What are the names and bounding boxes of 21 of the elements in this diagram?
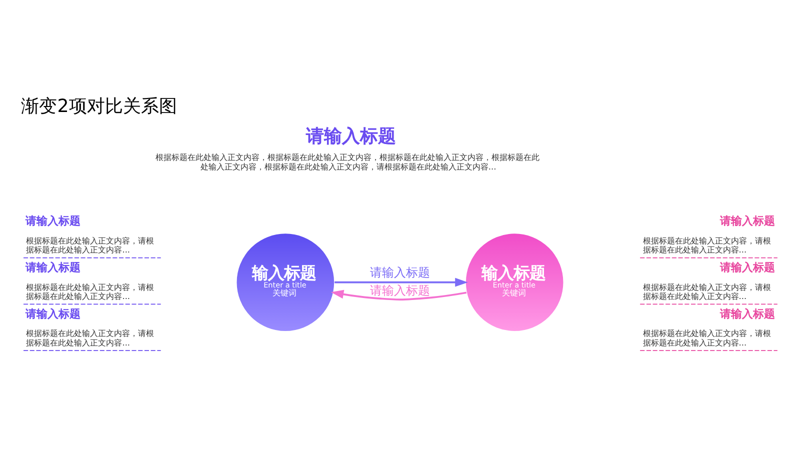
node-circle: 输入标题 Enter a title 关键词: [236, 232, 335, 332]
label: 根据标题在此处输入正文内容，请根据标题在此处输入正文内容...: [26, 234, 154, 254]
node-circle: 输入标题 Enter a title 关键词: [465, 232, 564, 332]
label: 请输入标题: [25, 214, 80, 228]
label: 根据标题在此处输入正文内容，请根据标题在此处输入正文内容...: [642, 328, 771, 347]
label: 请输入标题: [306, 125, 396, 146]
edge-label: 请输入标题: [370, 283, 430, 298]
label: 根据标题在此处输入正文内容，根据标题在此处输入正文内容，根据标题在此处输入正文内容，根据标题在此处输入正文内容，根据标题在此处输入正文内容，请根据标题在此处输入正文内容...: [155, 152, 540, 171]
label: 请输入标题: [720, 306, 776, 320]
label: 根据标题在此处输入正文内容，请根据标题在此处输入正文内容...: [26, 281, 154, 300]
label: 请输入标题: [720, 214, 776, 228]
label: 请输入标题: [25, 306, 80, 320]
label: 根据标题在此处输入正文内容，请根据标题在此处输入正文内容...: [26, 328, 154, 347]
label: 请输入标题: [720, 260, 776, 274]
label: 根据标题在此处输入正文内容，请根据标题在此处输入正文内容...: [642, 281, 771, 300]
edge-label: 请输入标题: [370, 264, 430, 279]
label: 请输入标题: [25, 260, 80, 274]
arrow: [334, 277, 468, 286]
arrow: [330, 289, 467, 300]
label: 根据标题在此处输入正文内容，请根据标题在此处输入正文内容...: [642, 234, 771, 254]
diagram-title: 渐变2项对比关系图: [21, 95, 177, 116]
